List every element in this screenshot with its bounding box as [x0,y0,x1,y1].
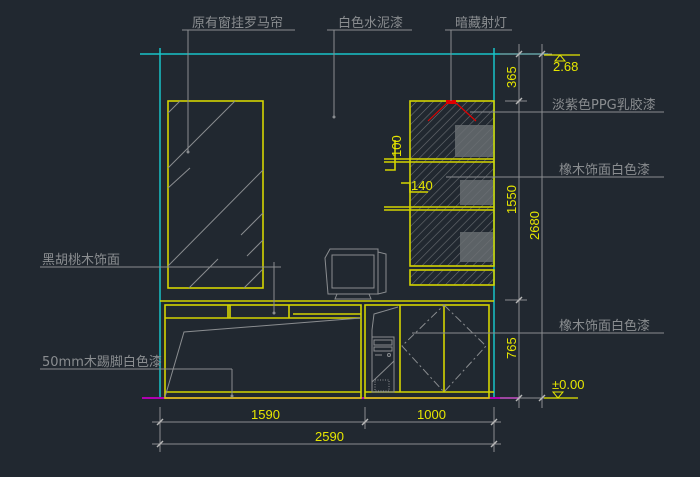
dim-total-height: 2680 [527,211,542,240]
label-skirting: 50mm木踢脚白色漆 [42,354,162,370]
monitor-icon [324,248,387,300]
books-icon [460,180,493,205]
dim-left-width: 1590 [251,407,280,422]
dim-shelf-depth: 140 [411,178,433,193]
level-top: 2.68 [553,59,578,74]
dim-right-width: 1000 [417,407,446,422]
dim-shelf-zone: 1550 [504,185,519,214]
label-oak-lower: 橡木饰面白色漆 [559,318,650,334]
vertical-dimensions: 365 1550 2680 765 [500,44,552,408]
window [167,100,264,289]
dim-shelf-thickness: 100 [389,135,404,157]
spotlight-icon [446,100,456,104]
books-icon [455,125,493,157]
books-icon [460,232,493,262]
horizontal-dimensions: 1590 1000 2590 [152,407,501,452]
pc-tower-icon [371,306,399,393]
level-marker-top: 2.68 [544,54,580,74]
label-curtain: 原有窗挂罗马帘 [192,15,283,31]
desk-cabinet [160,300,494,399]
level-floor: ±0.00 [552,377,584,392]
shelving-unit: 100 140 [384,100,495,286]
label-ppg-paint: 淡紫色PPG乳胶漆 [552,97,656,113]
dim-cabinet-height: 765 [504,337,519,359]
label-wall-paint: 白色水泥漆 [338,15,403,31]
label-spotlight: 暗藏射灯 [455,15,507,31]
dim-total-width: 2590 [315,429,344,444]
leader-lines [40,29,664,398]
dim-top-gap: 365 [504,66,519,88]
label-oak-upper: 橡木饰面白色漆 [559,162,650,178]
label-walnut: 黑胡桃木饰面 [42,253,120,268]
level-marker-floor: ±0.00 [544,377,584,399]
